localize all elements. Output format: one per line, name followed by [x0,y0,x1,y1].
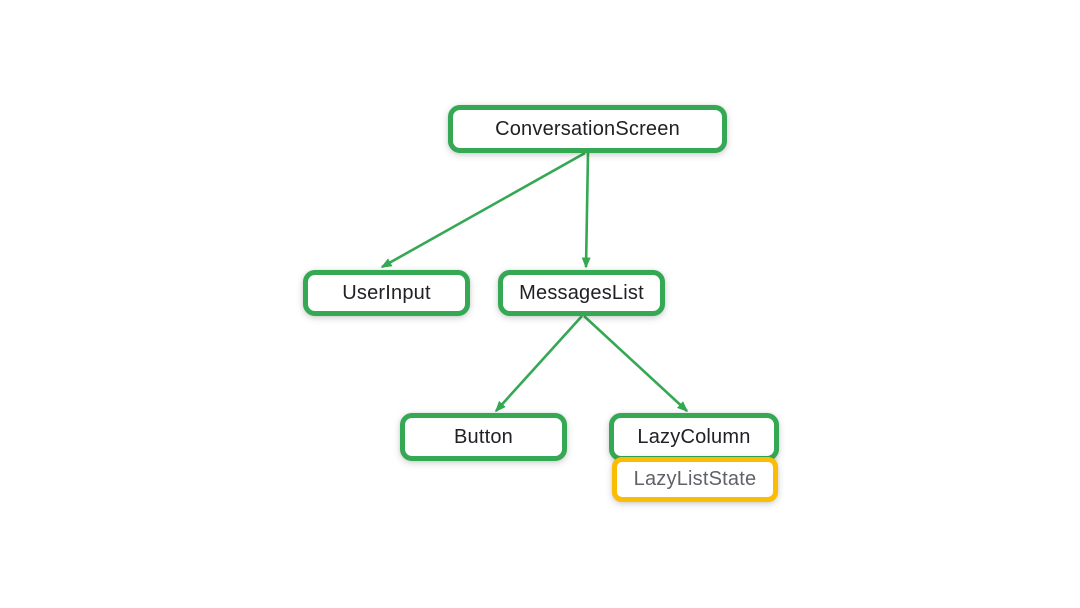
edge-messageslist-lazycolumn [583,315,689,413]
node-button-label: Button [453,425,514,448]
node-messageslist-label: MessagesList [519,281,644,304]
node-lazycolumn: LazyColumn [609,413,779,461]
node-lazycolumn-label: LazyColumn [637,425,751,448]
node-lazyliststate-label: LazyListState [633,468,757,490]
node-lazyliststate: LazyListState [612,457,778,502]
edge-conversationscreen-userinput [380,151,586,269]
node-userinput-label: UserInput [342,281,431,304]
edge-conversationscreen-messageslist [581,152,591,269]
node-button: Button [400,413,567,461]
node-conversationscreen: ConversationScreen [448,105,727,153]
edge-messageslist-button [494,315,583,413]
node-messageslist: MessagesList [498,270,665,316]
node-userinput: UserInput [303,270,470,316]
node-conversationscreen-label: ConversationScreen [495,117,680,140]
